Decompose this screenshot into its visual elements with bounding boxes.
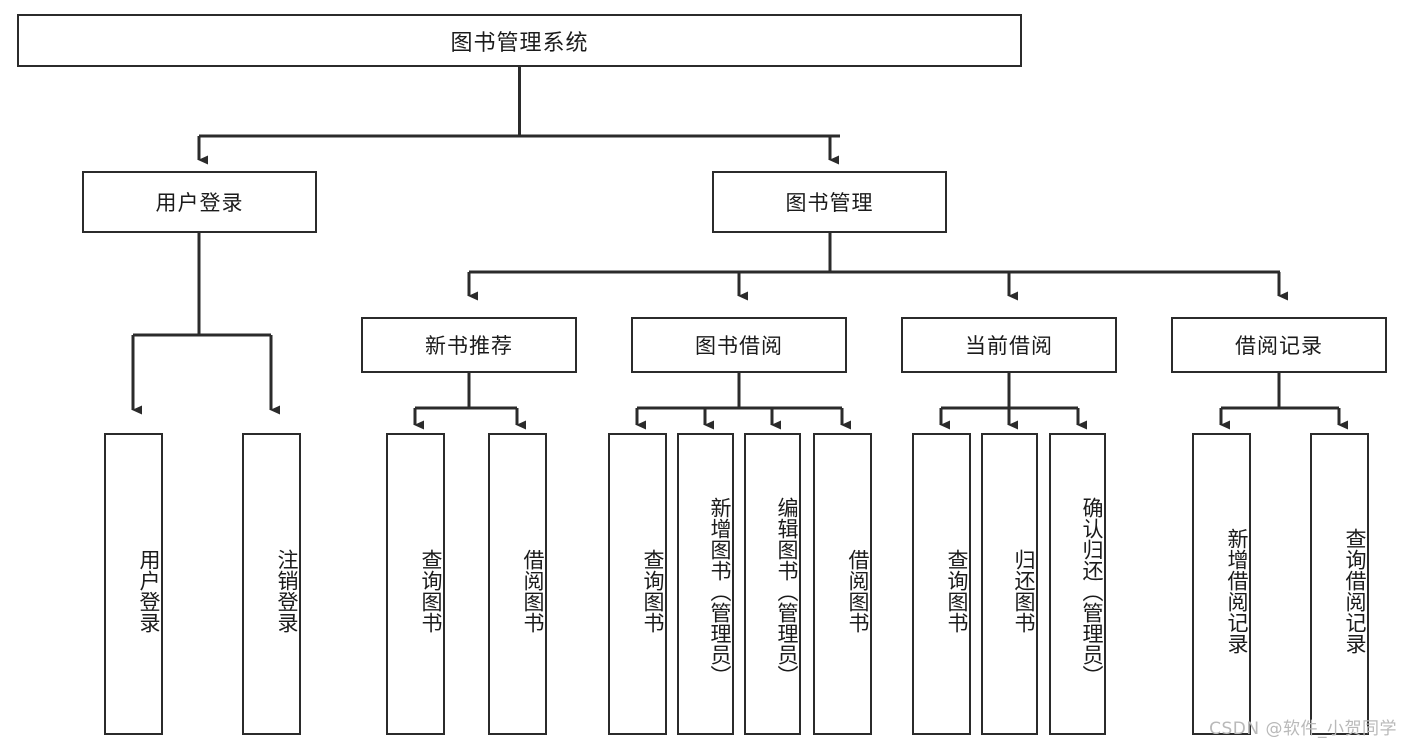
node-label: 确认归还（管理员） [1080, 496, 1104, 686]
node-label: 查询图书 [419, 549, 443, 633]
node-label: 当前借阅 [965, 334, 1053, 358]
node-leaf-confirm-return-admin[interactable]: 确认归还（管理员） [1049, 433, 1106, 735]
node-label: 查询图书 [641, 549, 665, 633]
node-leaf-query-book-recommend[interactable]: 查询图书 [386, 433, 445, 735]
node-leaf-borrow-book[interactable]: 借阅图书 [813, 433, 872, 735]
node-borrow-record[interactable]: 借阅记录 [1171, 317, 1387, 373]
node-leaf-add-borrow-record[interactable]: 新增借阅记录 [1192, 433, 1251, 735]
node-leaf-borrow-book-recommend[interactable]: 借阅图书 [488, 433, 547, 735]
node-leaf-add-book-admin[interactable]: 新增图书（管理员） [677, 433, 734, 735]
node-leaf-return-book[interactable]: 归还图书 [981, 433, 1038, 735]
node-book-borrow[interactable]: 图书借阅 [631, 317, 847, 373]
node-leaf-edit-book-admin[interactable]: 编辑图书（管理员） [744, 433, 801, 735]
node-label: 借阅记录 [1235, 334, 1323, 358]
node-label: 新增借阅记录 [1225, 528, 1249, 654]
node-leaf-query-book-current[interactable]: 查询图书 [912, 433, 971, 735]
node-label: 新增图书（管理员） [708, 496, 732, 686]
node-label: 用户登录 [137, 549, 161, 633]
node-label: 查询图书 [945, 549, 969, 633]
node-label: 图书借阅 [695, 334, 783, 358]
node-new-book-recommend[interactable]: 新书推荐 [361, 317, 577, 373]
node-label: 借阅图书 [846, 549, 870, 633]
node-label: 编辑图书（管理员） [775, 496, 799, 686]
node-leaf-query-borrow-record[interactable]: 查询借阅记录 [1310, 433, 1369, 735]
node-leaf-query-book-borrow[interactable]: 查询图书 [608, 433, 667, 735]
node-leaf-logout[interactable]: 注销登录 [242, 433, 301, 735]
node-label: 新书推荐 [425, 334, 513, 358]
node-label: 图书管理 [785, 191, 874, 215]
node-current-borrow[interactable]: 当前借阅 [901, 317, 1117, 373]
node-leaf-user-login[interactable]: 用户登录 [104, 433, 163, 735]
node-label: 查询借阅记录 [1343, 528, 1367, 654]
node-label: 图书管理系统 [450, 30, 589, 56]
node-label: 用户登录 [155, 191, 244, 215]
node-label: 注销登录 [275, 549, 299, 633]
node-root-book-management-system[interactable]: 图书管理系统 [17, 14, 1022, 67]
node-label: 归还图书 [1012, 549, 1036, 633]
node-label: 借阅图书 [521, 549, 545, 633]
node-book-management[interactable]: 图书管理 [712, 171, 947, 233]
node-user-login[interactable]: 用户登录 [82, 171, 317, 233]
